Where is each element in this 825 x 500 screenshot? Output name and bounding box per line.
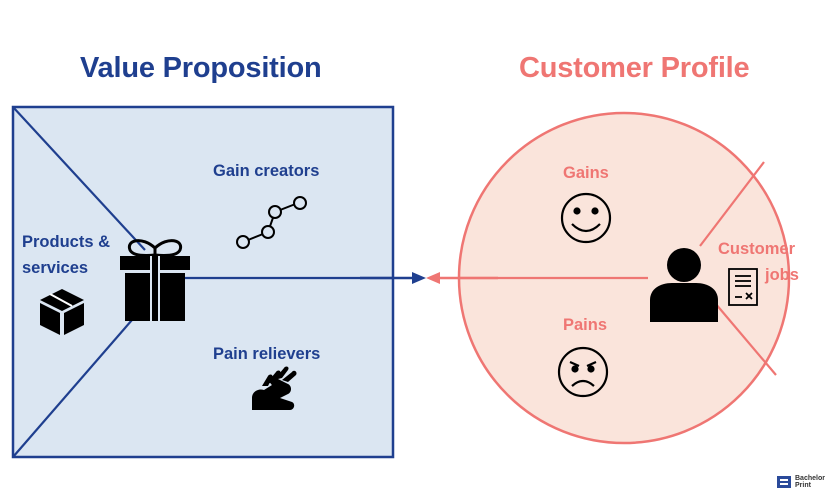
pains-label: Pains (563, 316, 608, 334)
pain-relievers-label: Pain relievers (213, 345, 321, 363)
gift-icon (120, 239, 190, 321)
cp-divider-upper (699, 161, 765, 247)
person-icon (650, 248, 718, 322)
cp-divider-lower (714, 302, 777, 376)
vp-divider-lower (12, 304, 146, 458)
bachelorprint-logo: Bachelor Print (776, 474, 825, 490)
vp-divider-upper (12, 106, 146, 251)
customer-profile-title: Customer Profile (519, 52, 750, 84)
gains-label: Gains (563, 164, 609, 182)
products-services-label-line2: services (22, 259, 89, 277)
vp-arrow (360, 272, 426, 284)
brand-line1: Bachelor (795, 475, 825, 482)
angry-face-icon (557, 346, 609, 398)
line-chart-icon (236, 196, 307, 249)
box-icon (40, 289, 84, 335)
cp-arrow (426, 272, 498, 284)
sign-language-hands-icon (252, 366, 297, 410)
document-icon (728, 268, 758, 306)
products-services-label-line1: Products & (22, 233, 111, 251)
customer-jobs-label-line2: jobs (765, 266, 799, 284)
brand-line2: Print (795, 482, 811, 489)
book-logo-icon (777, 476, 791, 488)
value-proposition-square (11, 105, 395, 459)
smiley-face-icon (560, 192, 612, 244)
gain-creators-label: Gain creators (213, 162, 320, 180)
customer-jobs-label-line1: Customer (718, 240, 796, 258)
value-proposition-title: Value Proposition (80, 52, 322, 84)
